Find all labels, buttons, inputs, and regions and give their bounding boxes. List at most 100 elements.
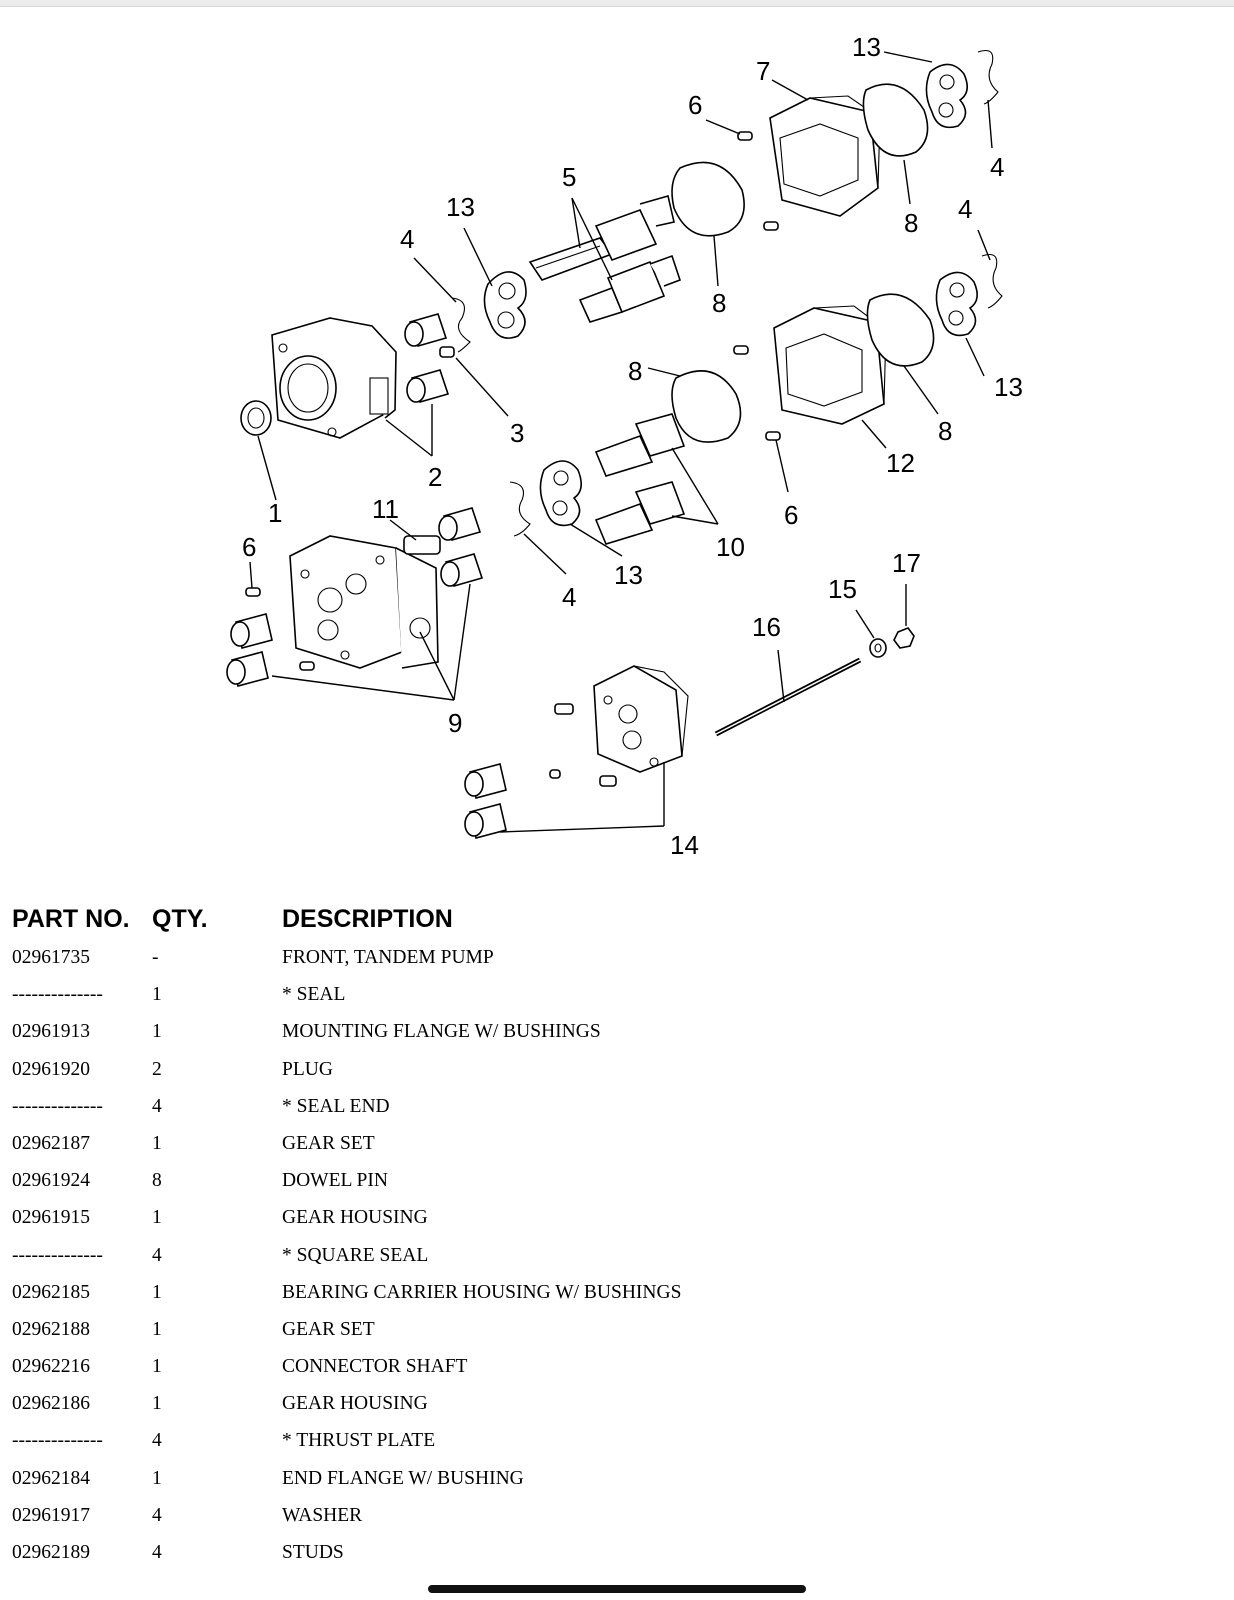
callout-6: 6 — [688, 90, 702, 120]
gear-set-upper — [528, 194, 682, 323]
header-description: DESCRIPTION — [282, 905, 453, 933]
exploded-parts-diagram: 1 2 3 4 4 4 4 5 6 6 6 7 8 8 8 8 9 10 11 … — [226, 32, 1023, 860]
cell-part-no: -------------- — [12, 1430, 103, 1452]
table-row: --------------1* SEAL — [12, 984, 1212, 1021]
cell-part-no: 02961920 — [12, 1058, 90, 1080]
cell-description: GEAR SET — [282, 1132, 375, 1154]
cell-part-no: 02962188 — [12, 1318, 90, 1340]
thrust-plate-top-right — [925, 63, 968, 129]
cell-qty: 1 — [152, 1207, 162, 1229]
cell-part-no: 02962185 — [12, 1281, 90, 1303]
cell-part-no: 02962189 — [12, 1542, 90, 1563]
callout-3: 3 — [510, 418, 524, 448]
cell-qty: 2 — [152, 1058, 162, 1080]
cell-description: * THRUST PLATE — [282, 1430, 436, 1452]
callout-17: 17 — [892, 548, 921, 578]
callout-13: 13 — [614, 560, 643, 590]
thrust-plate-part — [483, 271, 527, 339]
thrust-plate-middle — [539, 460, 582, 527]
cell-part-no: 02961913 — [12, 1021, 90, 1043]
plug-part — [439, 346, 455, 358]
cell-description: MOUNTING FLANGE W/ BUSHINGS — [282, 1021, 601, 1043]
callout-8: 8 — [628, 356, 642, 386]
gear-housing-lower — [289, 535, 439, 669]
cell-description: * SQUARE SEAL — [282, 1244, 429, 1266]
square-seal-right-middle — [866, 293, 935, 367]
callout-14: 14 — [670, 830, 699, 860]
lower-bushings — [226, 507, 484, 687]
callout-4: 4 — [562, 582, 576, 612]
callout-8: 8 — [938, 416, 952, 446]
callout-2: 2 — [428, 462, 442, 492]
callout-16: 16 — [752, 612, 781, 642]
end-flange — [593, 665, 689, 773]
cell-part-no: 02961924 — [12, 1170, 90, 1192]
cell-qty: 1 — [152, 1467, 162, 1489]
callout-13: 13 — [852, 32, 881, 62]
callout-13: 13 — [446, 192, 475, 222]
table-row: --------------4* SQUARE SEAL — [12, 1245, 1212, 1282]
callout-8: 8 — [904, 208, 918, 238]
square-seal-middle — [671, 370, 742, 443]
cell-qty: 8 — [152, 1170, 162, 1192]
cell-description: GEAR HOUSING — [282, 1207, 428, 1229]
cell-qty: 4 — [152, 1504, 162, 1526]
callout-9: 9 — [448, 708, 462, 738]
cell-description: * SEAL — [282, 984, 346, 1006]
end-flange-bushings — [464, 763, 507, 839]
callout-4: 4 — [990, 152, 1004, 182]
table-row: 02962189 4 STUDS — [12, 1542, 1212, 1579]
cell-part-no: 02962216 — [12, 1356, 90, 1378]
cell-description: CONNECTOR SHAFT — [282, 1356, 468, 1378]
callout-8: 8 — [712, 288, 726, 318]
cell-part-no: 02962186 — [12, 1393, 90, 1415]
table-row: -------------- 4 * SEAL END — [12, 1096, 1212, 1133]
bearing-carrier-housing — [773, 305, 887, 425]
callout-7: 7 — [756, 56, 770, 86]
dowel-pin — [765, 431, 781, 441]
square-seal-upper — [671, 161, 745, 237]
callout-13: 13 — [994, 372, 1023, 402]
cell-qty: 4 — [152, 1095, 162, 1117]
connector-shaft — [403, 535, 441, 555]
mounting-flange-part — [271, 317, 397, 439]
dowel-pin — [245, 587, 261, 597]
stud-part — [714, 657, 862, 737]
cell-description: STUDS — [282, 1542, 344, 1563]
seal-part — [240, 400, 272, 436]
callout-5: 5 — [562, 162, 576, 192]
cell-part-no: -------------- — [12, 1095, 103, 1117]
flange-bushings — [404, 313, 450, 403]
dowel-pin — [599, 775, 617, 787]
thrust-plate-right-middle — [935, 271, 978, 337]
table-row: 02961735 - FRONT, TANDEM PUMP — [12, 947, 1212, 984]
cell-qty: 1 — [152, 1393, 162, 1415]
cell-qty: 1 — [152, 1281, 162, 1303]
seal-end-clip — [451, 297, 471, 353]
cell-description: FRONT, TANDEM PUMP — [282, 947, 494, 968]
home-indicator[interactable] — [428, 1585, 806, 1593]
cell-qty: 1 — [152, 1318, 162, 1340]
cell-description: * SEAL END — [282, 1095, 390, 1117]
cell-part-no: 02961735 — [12, 947, 90, 968]
header-part-no: PART NO. — [12, 905, 130, 933]
washer-part — [869, 638, 887, 658]
parts-table: PART NO. QTY. DESCRIPTION 02961735-FRONT… — [12, 905, 1212, 1579]
cell-qty: 4 — [152, 1542, 162, 1563]
callout-11: 11 — [372, 494, 399, 524]
seal-end-clip — [977, 49, 999, 105]
callout-4: 4 — [400, 224, 414, 254]
cell-qty: - — [152, 947, 159, 968]
nut-part — [893, 627, 915, 649]
seal-end-clip — [509, 481, 531, 537]
cell-qty: 4 — [152, 1430, 162, 1452]
cell-qty: 1 — [152, 1132, 162, 1154]
